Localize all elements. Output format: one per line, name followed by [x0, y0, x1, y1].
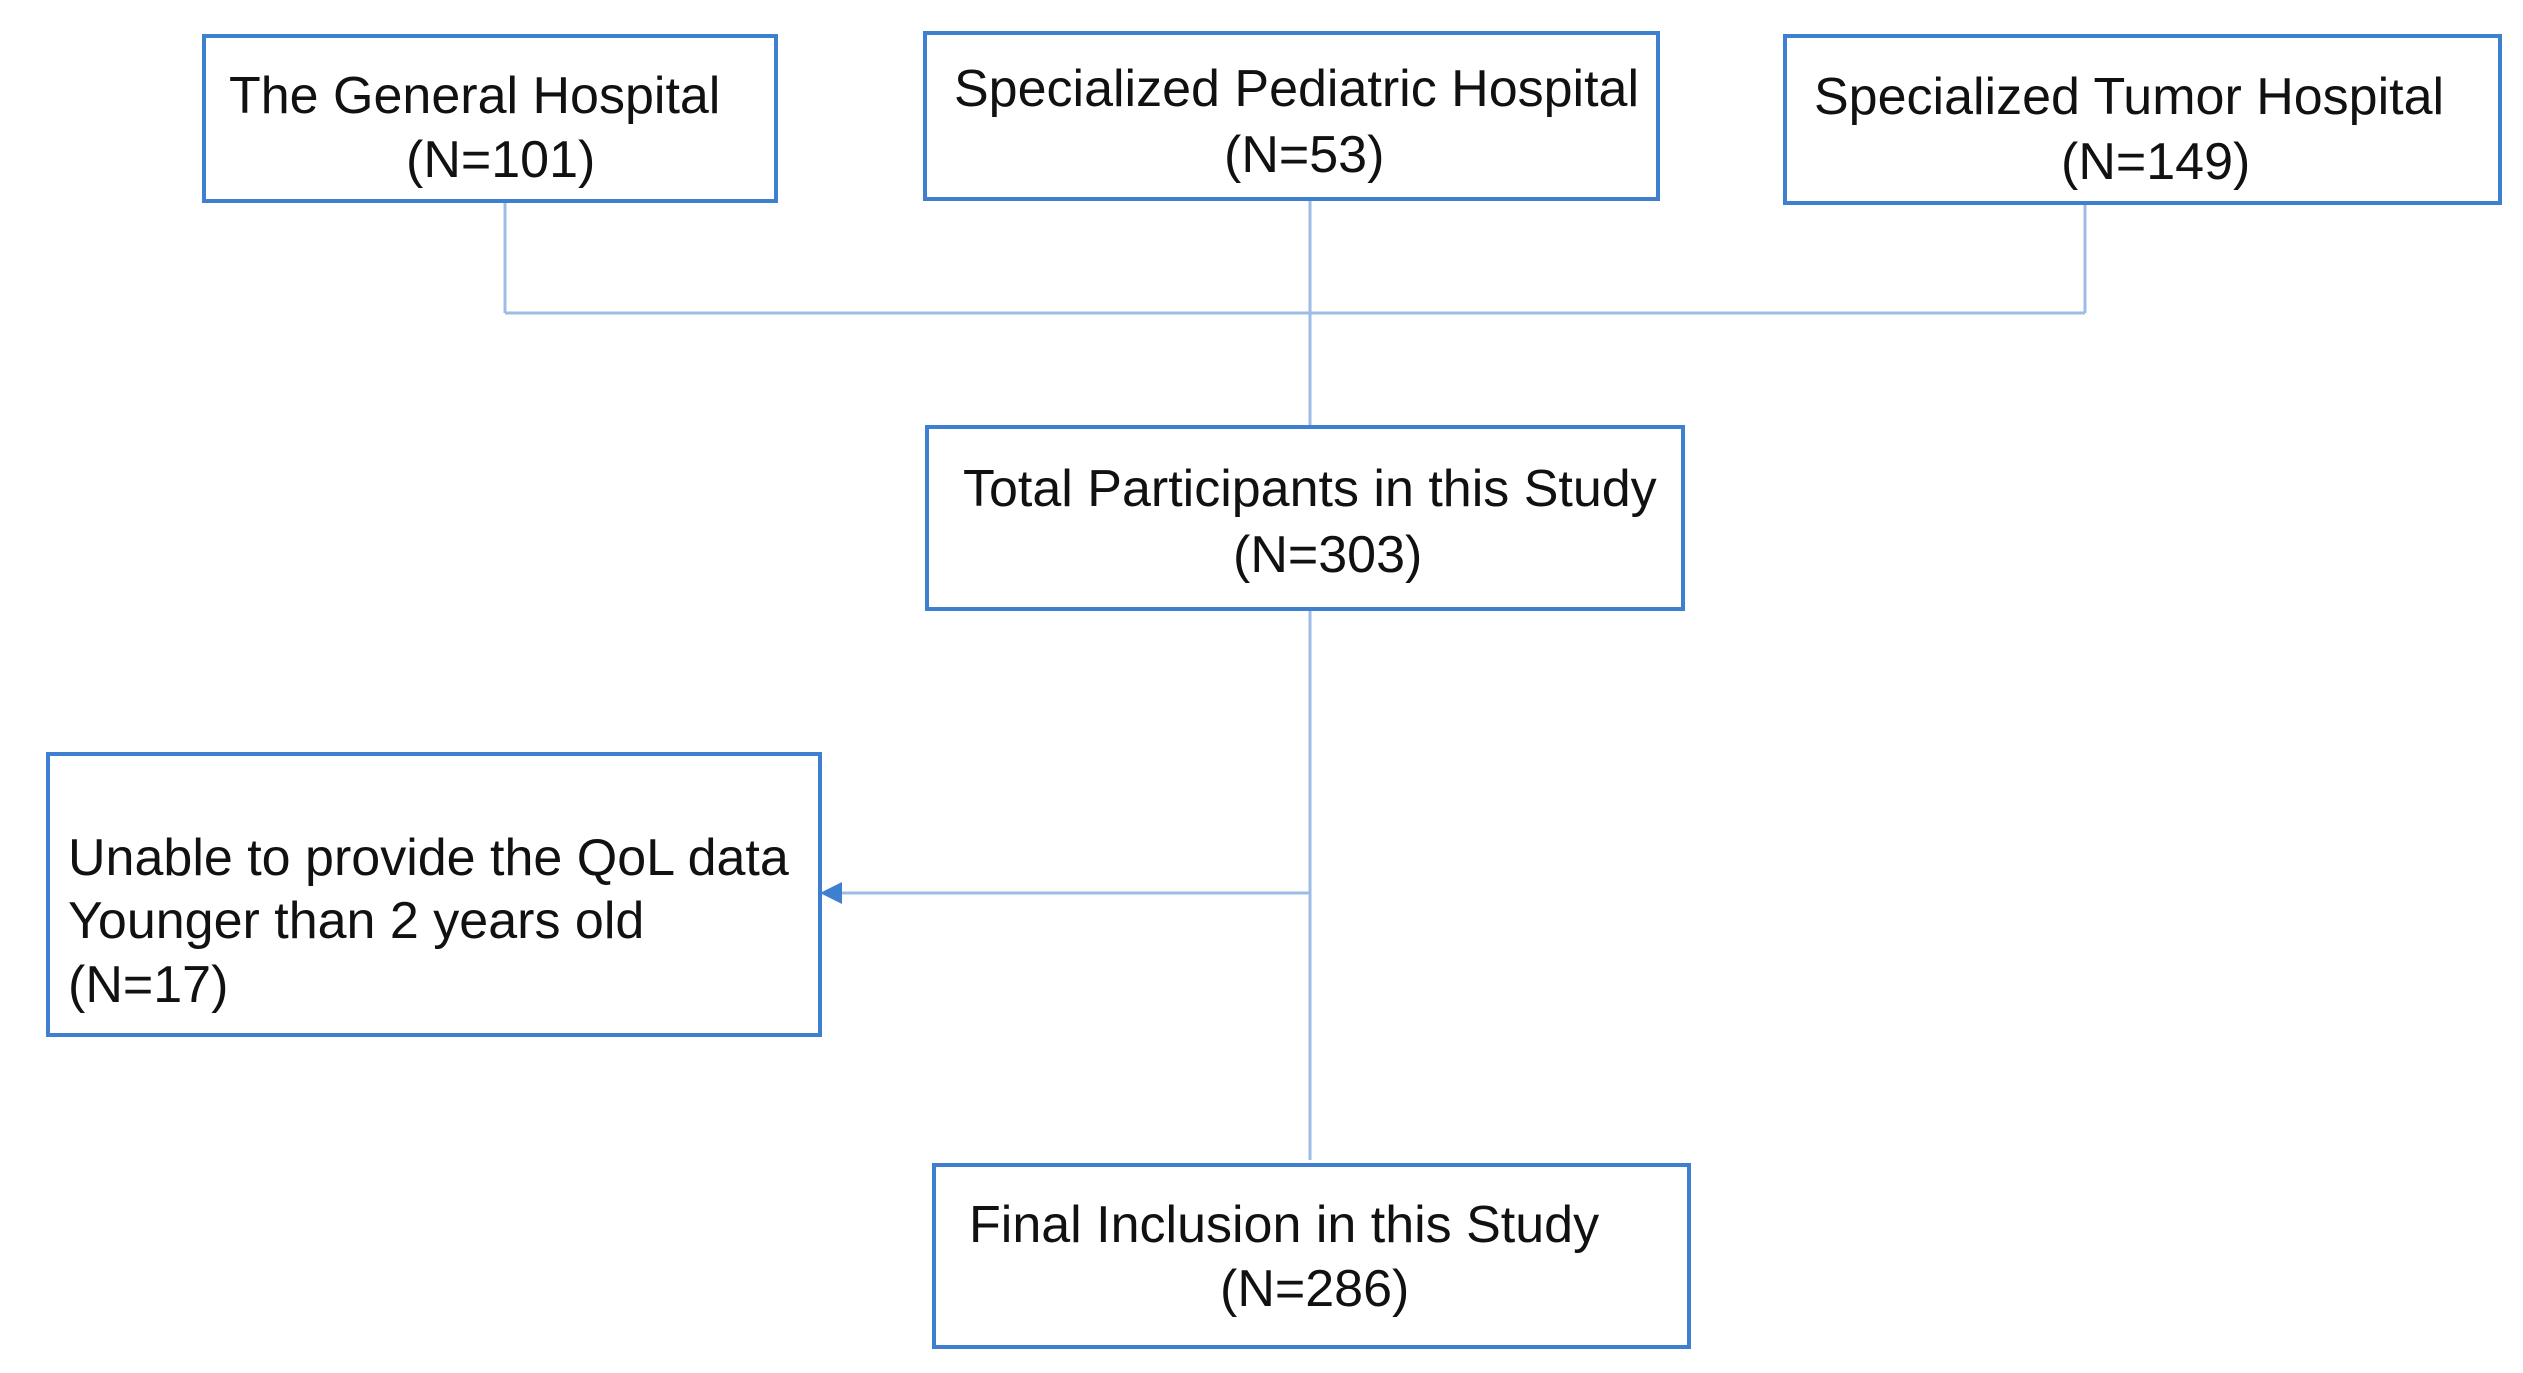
excluded-reason-age: Younger than 2 years old: [68, 892, 645, 950]
total-participants-box: Total Participants in this Study (N=303): [925, 425, 1685, 611]
total-participants-name: Total Participants in this Study: [963, 460, 1657, 518]
total-participants-count: (N=303): [1233, 526, 1423, 584]
excluded-reason-qol: Unable to provide the QoL data: [68, 829, 789, 887]
tumor-hospital-count: (N=149): [2061, 133, 2251, 191]
general-hospital-count: (N=101): [406, 131, 596, 189]
pediatric-hospital-count: (N=53): [1224, 126, 1385, 184]
pediatric-hospital-name: Specialized Pediatric Hospital: [954, 60, 1640, 118]
final-inclusion-box: Final Inclusion in this Study (N=286): [932, 1163, 1691, 1349]
tumor-hospital-name: Specialized Tumor Hospital: [1814, 68, 2445, 126]
general-hospital-box: The General Hospital (N=101): [202, 34, 778, 203]
tumor-hospital-box: Specialized Tumor Hospital (N=149): [1783, 34, 2502, 205]
final-inclusion-name: Final Inclusion in this Study: [969, 1196, 1600, 1254]
excluded-box: Unable to provide the QoL data Younger t…: [46, 752, 822, 1037]
general-hospital-name: The General Hospital: [229, 67, 721, 125]
final-inclusion-count: (N=286): [1220, 1260, 1410, 1318]
excluded-count: (N=17): [68, 956, 229, 1014]
exclusion-arrowhead: [820, 882, 842, 904]
pediatric-hospital-box: Specialized Pediatric Hospital (N=53): [923, 31, 1660, 201]
